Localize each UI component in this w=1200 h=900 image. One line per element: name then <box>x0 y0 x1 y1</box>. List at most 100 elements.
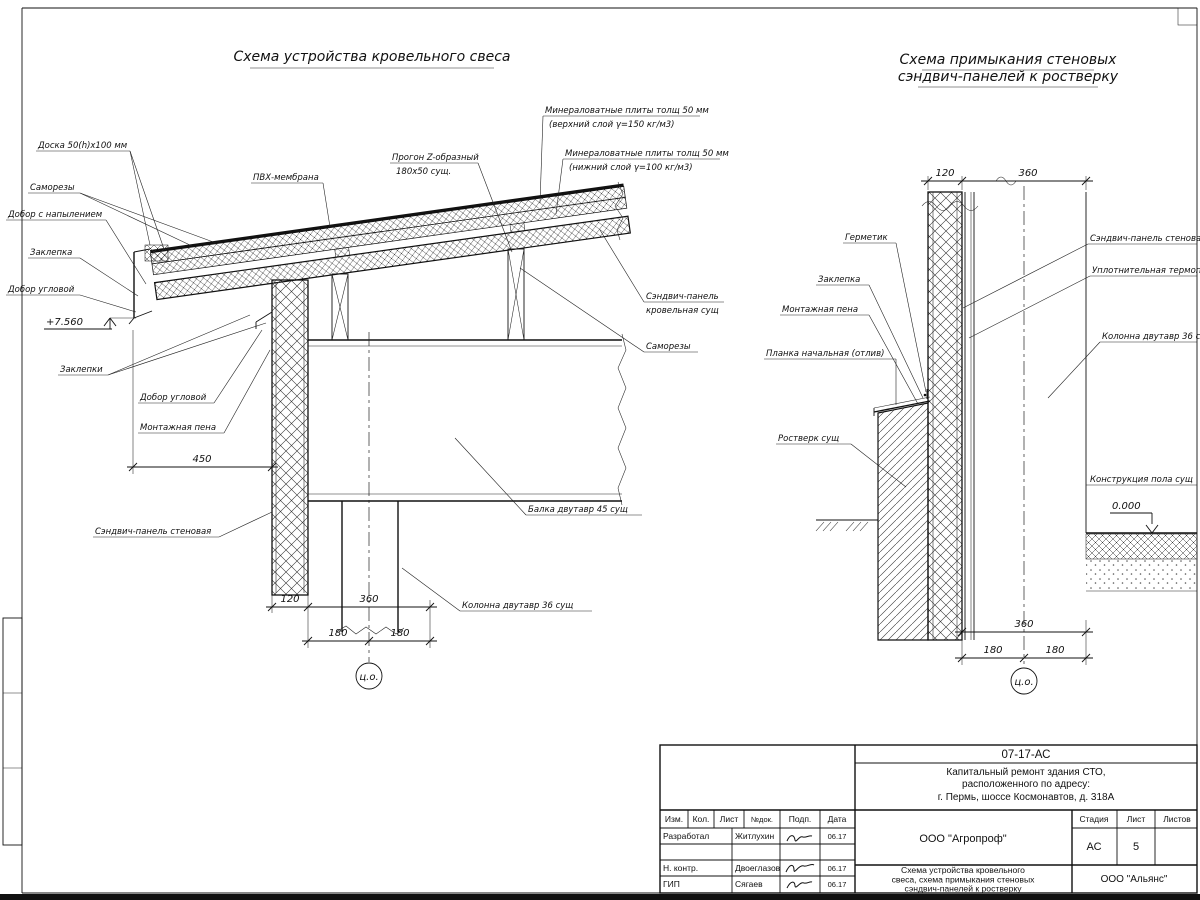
roof-break-line <box>614 181 624 241</box>
project-line-3: г. Пермь, шоссе Космонавтов, д. 318А <box>938 792 1115 803</box>
label-mineral-wool-top-2: (верхний слой γ=150 кг/м3) <box>549 120 675 130</box>
label-rivet: Заклепка <box>30 248 72 258</box>
column-i36 <box>335 501 405 635</box>
pvc-membrane-layer <box>149 183 624 253</box>
dim-450-value: 450 <box>192 454 211 465</box>
col-header-kol: Кол. <box>693 814 710 824</box>
signature-3 <box>786 881 813 889</box>
elevation-mark-0000: 0.000 <box>1110 501 1159 534</box>
dim-180b-value: 180 <box>390 628 409 639</box>
label-roof-panel-2: кровельная сущ <box>646 306 719 316</box>
dim-360-value: 360 <box>359 594 378 605</box>
label-mineral-wool-top-1: Минераловатные плиты толщ 50 мм <box>545 106 709 116</box>
column-right-view <box>973 192 1087 640</box>
org-name: ООО "Агропроф" <box>919 833 1006 845</box>
left-view: Схема устройства кровельного свеса <box>6 49 729 690</box>
roof-sandwich-panel <box>153 215 631 301</box>
row2-name: Двоеглазов <box>735 863 781 873</box>
row1-name: Житлухин <box>735 831 775 841</box>
label-mounting-foam-right: Монтажная пена <box>782 305 858 315</box>
row2-role: Н. контр. <box>663 863 698 873</box>
label-z-purlin-1: Прогон Z-образный <box>392 153 479 163</box>
label-sprayed-trim: Добор с напылением <box>7 210 103 220</box>
label-screws-left: Саморезы <box>30 183 75 193</box>
wall-sandwich-panel <box>271 279 309 596</box>
right-view: Схема примыкания стеновых сэндвич-панеле… <box>764 52 1200 695</box>
sheet-header: Лист <box>1127 814 1146 824</box>
label-rivet-right: Заклепка <box>818 275 860 285</box>
dim-180a-right: 180 <box>983 645 1002 656</box>
format-corner-box <box>1177 7 1198 26</box>
wall-top-corner-flashing <box>255 311 273 329</box>
elevation-0000-value: 0.000 <box>1112 501 1141 512</box>
col-header-list: Лист <box>720 814 739 824</box>
left-view-title: Схема устройства кровельного свеса <box>234 49 511 65</box>
stage-header: Стадия <box>1080 814 1109 824</box>
sheet-title-1: Схема устройства кровельного <box>901 865 1025 875</box>
floor-construction <box>1085 532 1198 592</box>
dim-360-bottom-right: 360 <box>1014 619 1033 630</box>
left-view-labels: Доска 50(h)х100 мм Саморезы Добор с напы… <box>6 106 729 612</box>
wall-panel-right <box>927 191 963 641</box>
center-axis-label-right: ц.о. <box>1014 677 1033 688</box>
sheet-title-2: свеса, схема примыкания стеновых <box>892 875 1036 885</box>
label-z-purlin-2: 180х50 сущ. <box>396 167 451 177</box>
label-pvc-membrane: ПВХ-мембрана <box>253 173 319 183</box>
center-axis-symbol-right: ц.о. <box>1010 667 1038 695</box>
dim-120-value: 120 <box>280 594 299 605</box>
label-rivets: Заклепки <box>60 365 103 375</box>
label-beam: Балка двутавр 45 сущ <box>528 505 628 515</box>
label-roof-panel-1: Сэндвич-панель <box>646 292 719 302</box>
dim-180a-value: 180 <box>328 628 347 639</box>
row1-date: 06.17 <box>828 832 847 841</box>
col-header-ndok: №док. <box>751 815 773 824</box>
label-floor-construction: Конструкция пола сущ <box>1090 475 1193 485</box>
row3-name: Сягаев <box>735 879 763 889</box>
beam-i45 <box>308 333 627 506</box>
beam-break-line <box>617 333 627 506</box>
col-header-data: Дата <box>828 814 847 824</box>
right-view-title-2: сэндвич-панелей к ростверку <box>898 69 1119 85</box>
label-corner-trim-1: Добор угловой <box>7 285 75 295</box>
thermal-strip <box>964 192 972 640</box>
firm-name: ООО "Альянс" <box>1101 874 1168 885</box>
dim-180b-right: 180 <box>1045 645 1064 656</box>
label-wall-panel-right: Сэндвич-панель стеновая <box>1090 234 1200 244</box>
label-thermal-strip: Уплотнительная термополоса <box>1092 266 1200 276</box>
signature-2 <box>785 863 815 873</box>
left-bottom-dims: 120 360 180 180 ц.о. <box>266 594 437 690</box>
elevation-mark-7560: +7.560 <box>44 317 136 330</box>
label-mineral-wool-bot-1: Минераловатные плиты толщ 50 мм <box>565 149 729 159</box>
label-mineral-wool-bot-2: (нижний слой γ=100 кг/м3) <box>569 163 693 173</box>
label-board: Доска 50(h)х100 мм <box>37 141 128 151</box>
row1-role: Разработал <box>663 831 709 841</box>
right-view-title-1: Схема примыкания стеновых <box>900 52 1118 68</box>
ground-line <box>815 519 878 532</box>
right-top-dims: 120 360 <box>921 168 1093 190</box>
sheet-number: 5 <box>1133 841 1139 853</box>
dim-450: 450 <box>127 330 278 474</box>
label-column-right-view: Колонна двутавр 36 сущ <box>1102 332 1200 342</box>
center-axis-label: ц.о. <box>359 672 378 683</box>
roof-assembly <box>149 183 631 301</box>
label-grillage: Ростверк сущ <box>778 434 839 444</box>
wall-break-line <box>921 201 979 211</box>
label-column-left-view: Колонна двутавр 36 сущ <box>462 601 573 611</box>
signature-1 <box>786 835 813 842</box>
grillage <box>873 389 931 641</box>
row3-date: 06.17 <box>828 880 847 889</box>
eave-board <box>144 244 169 262</box>
bottom-thick-border <box>0 894 1200 900</box>
left-attribute-boxes <box>2 617 23 846</box>
column-break-line <box>335 625 405 635</box>
row2-date: 06.17 <box>828 864 847 873</box>
label-mounting-foam-left: Монтажная пена <box>140 423 216 433</box>
label-screws-right: Саморезы <box>646 342 691 352</box>
title-block: 07-17-АС Капитальный ремонт здания СТО, … <box>659 744 1198 894</box>
center-axis-symbol: ц.о. <box>355 662 383 690</box>
label-wall-panel-left: Сэндвич-панель стеновая <box>95 527 211 537</box>
mineral-wool-bottom-layer <box>151 196 628 276</box>
col-header-podp: Подп. <box>789 814 812 824</box>
